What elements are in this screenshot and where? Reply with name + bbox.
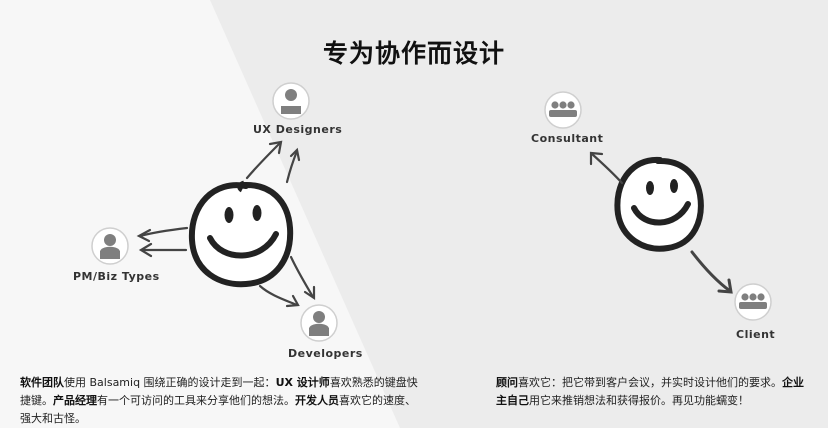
- right-description-s2: 喜欢它：把它带到客户会议，并实时设计他们的要求。: [518, 376, 782, 389]
- ux-designers-avatar: [272, 82, 310, 120]
- node-label-developers: Developers: [288, 347, 363, 360]
- node-label-pm-biz: PM/Biz Types: [73, 270, 160, 283]
- right-description-s1: 顾问: [496, 376, 518, 389]
- arrow-to-consultant: [589, 151, 624, 185]
- right-description-s4: 用它来推销想法和获得报价。再见功能蠕变！: [529, 394, 749, 407]
- consultant-avatar: [544, 91, 582, 129]
- left-description-s8: 喜欢它的速度、强大和古怪。: [20, 394, 416, 425]
- pm-biz-avatar: [91, 227, 129, 265]
- client-avatar: [734, 283, 772, 321]
- left-description: 软件团队使用 Balsamiq 围绕正确的设计走到一起：UX 设计师喜欢熟悉的键…: [20, 374, 418, 428]
- arrow-to-ux-designers: [245, 140, 301, 184]
- right-description-s3: 企业主自己: [496, 376, 804, 407]
- node-label-consultant: Consultant: [531, 132, 604, 145]
- arrow-to-pm-biz: [136, 226, 189, 258]
- left-description-s2: 使用 Balsamiq 围绕正确的设计走到一起：: [64, 376, 276, 389]
- smiley-face-icon: [188, 180, 294, 288]
- left-description-s6: 有一个可访问的工具来分享他们的想法。: [97, 394, 295, 407]
- page-title: 专为协作而设计: [322, 39, 505, 68]
- right-description: 顾问喜欢它：把它带到客户会议，并实时设计他们的要求。企业主自己用它来推销想法和获…: [496, 374, 808, 410]
- left-description-s4: 喜欢熟悉的键盘快捷键。: [20, 376, 418, 407]
- left-description-s1: 软件团队: [20, 376, 64, 389]
- node-label-ux-designers: UX Designers: [253, 123, 343, 136]
- arrow-to-client: [690, 250, 733, 294]
- left-description-s7: 开发人员: [295, 394, 339, 407]
- left-description-s3: UX 设计师: [275, 376, 330, 389]
- left-description-s5: 产品经理: [53, 394, 97, 407]
- developers-avatar: [300, 304, 338, 342]
- node-label-client: Client: [736, 328, 776, 341]
- smiley-face-icon: [614, 156, 704, 252]
- arrow-to-developers: [258, 255, 316, 308]
